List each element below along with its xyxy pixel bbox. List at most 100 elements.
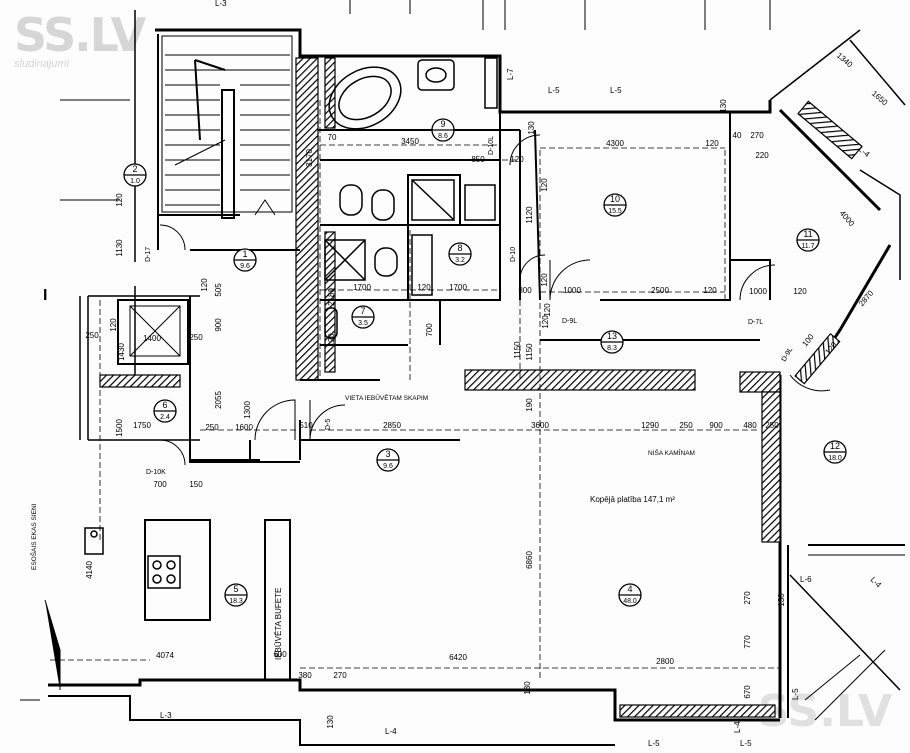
- room-11-number: 11: [803, 229, 812, 239]
- room-7-area: 3.5: [358, 320, 368, 327]
- dim: 120: [705, 139, 719, 148]
- room-tag-8: [448, 242, 472, 266]
- room-5-area: 18.3: [229, 598, 243, 605]
- dimension-lines: [50, 100, 780, 680]
- room-tag-13: [600, 330, 624, 354]
- dim: 510: [299, 421, 313, 430]
- room-9-area: 8.6: [438, 133, 448, 140]
- dim: 130: [777, 593, 786, 607]
- dim: 1150: [525, 343, 534, 361]
- wall-mark-9: L-5: [648, 739, 660, 748]
- dim: 770: [743, 635, 752, 649]
- dim: 3450: [401, 137, 419, 146]
- watermark-subtitle: sludinajumi: [14, 58, 70, 70]
- grid-ticks: [20, 0, 771, 701]
- door-code-7: D-7L: [748, 319, 763, 326]
- dim: 6860: [525, 551, 534, 569]
- room-tag-7: [351, 305, 375, 329]
- closet-label: VIETA IEBŪVĒTAM SKAPIM: [345, 394, 428, 402]
- dim: 120: [540, 273, 549, 287]
- dim: 900: [709, 421, 723, 430]
- dim: 1300: [243, 401, 252, 419]
- door-code-5: D-10K: [146, 469, 166, 476]
- wall-mark-12: L-5: [791, 688, 800, 700]
- dim: 1650: [870, 89, 890, 108]
- dim: 120: [703, 286, 717, 295]
- wall-mark-4: L-5: [610, 86, 622, 95]
- dim: 1430: [117, 343, 126, 361]
- dim: 1500: [115, 419, 124, 437]
- room-6-number: 6: [162, 400, 167, 410]
- buffet-label: IEBŪVĒTA BUFETE: [274, 588, 283, 660]
- dim: 120: [510, 155, 524, 164]
- room-13-area: 8.3: [607, 345, 617, 352]
- dim: 3170: [305, 149, 314, 167]
- dim: 6420: [449, 653, 467, 662]
- dim: 1600: [235, 423, 253, 432]
- dim: 120: [417, 283, 431, 292]
- room-tag-1: [233, 248, 257, 272]
- dim: 1120: [525, 206, 534, 224]
- dim: 1700: [353, 283, 371, 292]
- dim: 1750: [133, 421, 151, 430]
- dim: 4300: [606, 139, 624, 148]
- dim: 270: [743, 591, 752, 605]
- dim: 1290: [641, 421, 659, 430]
- room-10-number: 10: [610, 194, 620, 204]
- hatched-walls: [99, 57, 863, 718]
- door-swings: [159, 134, 831, 466]
- dim: 380: [298, 671, 312, 680]
- room-tag-5: [224, 583, 248, 607]
- room-2-number: 2: [132, 164, 137, 174]
- room-numbers: 19.6 21.0 39.6 448.0 518.3 62.4 73.5 83.…: [130, 119, 842, 605]
- stairs: [161, 35, 293, 219]
- dim: 505: [214, 283, 223, 297]
- room-7-number: 7: [360, 306, 365, 316]
- dim: 700: [425, 323, 434, 337]
- dim: 2180: [327, 288, 336, 306]
- room-tag-2: [123, 163, 147, 187]
- room-tag-6: [153, 399, 177, 423]
- dim: 120: [541, 315, 550, 329]
- dim: 900: [214, 318, 223, 332]
- dim: 40: [733, 131, 742, 140]
- dim: 130: [527, 121, 536, 135]
- room-1-area: 9.6: [240, 263, 250, 270]
- room-8-number: 8: [457, 243, 462, 253]
- dim: 2850: [383, 421, 401, 430]
- door-code-4: D-5: [325, 419, 332, 430]
- dim: 150: [189, 480, 203, 489]
- room-9-number: 9: [440, 119, 445, 129]
- room-10-area: 15.5: [608, 208, 622, 215]
- room-tag-12: [823, 440, 847, 464]
- facade-label: ESOŠAIS EKAS SIENI: [29, 503, 38, 570]
- dim: 120: [115, 193, 124, 207]
- dim: 2500: [651, 286, 669, 295]
- wall-mark-8: L-4: [385, 727, 397, 736]
- dim: 120: [793, 287, 807, 296]
- dim: 2055: [214, 391, 223, 409]
- room-tag-4: [618, 583, 642, 607]
- room-1-number: 1: [242, 249, 247, 259]
- door-code-6: D-9L: [562, 318, 577, 325]
- kitchen: [84, 527, 181, 589]
- wall-mark-7: L-3: [160, 711, 172, 720]
- room-4-area: 48.0: [623, 598, 637, 605]
- dim: 220: [755, 151, 769, 160]
- door-code-8: D-9L: [781, 346, 795, 363]
- dim: 250: [765, 421, 779, 430]
- wall-mark-2: L-7: [506, 68, 515, 80]
- room-6-area: 2.4: [160, 414, 170, 421]
- wall-mark-13: L-4: [869, 575, 884, 590]
- room-13-number: 13: [607, 331, 617, 341]
- dim: 4000: [838, 209, 857, 229]
- dim: 850: [471, 155, 485, 164]
- wall-mark-11: L-4: [733, 721, 742, 733]
- dim: 120: [543, 303, 552, 317]
- dim: 120: [327, 333, 336, 347]
- dim: 600: [273, 650, 287, 659]
- dim: 1150: [513, 341, 522, 359]
- watermark-logo: SS.LV: [14, 8, 146, 62]
